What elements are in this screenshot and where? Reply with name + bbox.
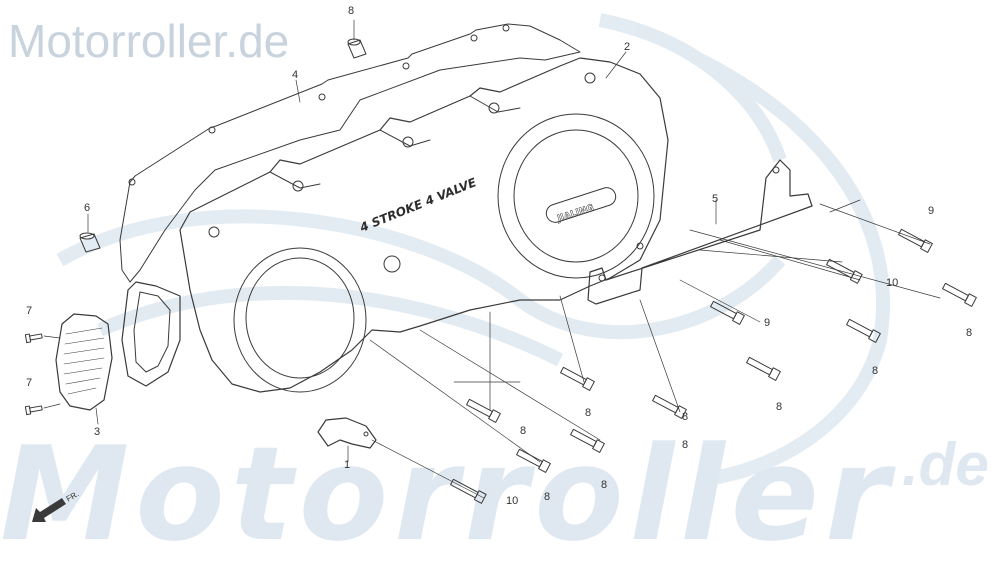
air-intake-duct — [121, 281, 181, 387]
bracket-hole — [636, 242, 644, 250]
clutch-cover-dome-inner — [245, 257, 355, 379]
cover-rib — [379, 129, 431, 147]
bolt — [942, 282, 977, 307]
callout-9-upper: 9 — [928, 205, 935, 217]
callout-8-lower-mid: 8 — [682, 439, 689, 451]
gasket-hole — [402, 62, 410, 70]
callout-5: 5 — [712, 193, 719, 205]
brand-badge-outline — [545, 187, 617, 223]
callout-8-cover-left: 8 — [520, 425, 527, 437]
bracket-hole — [598, 274, 606, 282]
screw — [24, 405, 43, 416]
callout-8-mid: 8 — [585, 407, 592, 419]
mounting-boss — [292, 180, 304, 192]
bolt — [450, 478, 487, 504]
callout-8-mid-right: 8 — [872, 365, 879, 377]
outer-crankcase-cover — [179, 57, 669, 393]
dowel-collar-left — [79, 233, 101, 253]
cover-rib — [269, 171, 321, 189]
bolt — [746, 356, 781, 381]
clutch-cover-dome — [233, 247, 367, 393]
variator-cover-dome — [497, 113, 655, 279]
gasket-hole — [502, 24, 510, 32]
bolt — [826, 258, 863, 284]
screw — [24, 333, 43, 344]
mounting-boss — [208, 226, 220, 238]
brand-badge-text: JIALING — [555, 203, 595, 224]
callout-7-lower: 7 — [26, 377, 33, 389]
dowel-collar-left-end — [79, 232, 95, 240]
dowel-collar-top — [347, 39, 367, 59]
mounting-boss — [402, 136, 414, 148]
callout-8-right: 8 — [966, 327, 973, 339]
cover-gasket — [119, 23, 581, 283]
bolt — [846, 318, 881, 343]
bolt — [560, 366, 595, 391]
callout-8-bottom-center: 8 — [601, 479, 608, 491]
callout-10-upper: 10 — [886, 277, 899, 289]
bolt — [898, 228, 933, 253]
callout-9-lower: 9 — [764, 317, 771, 329]
air-filter-mesh — [63, 327, 105, 395]
callout-7-upper: 7 — [26, 305, 33, 317]
leader-lines — [43, 19, 941, 499]
bolt — [516, 448, 551, 473]
mounting-boss — [488, 102, 500, 114]
hose-clip-hole — [363, 431, 369, 437]
gasket-hole — [318, 93, 326, 101]
gasket-hole — [208, 126, 216, 134]
callout-3: 3 — [94, 426, 101, 438]
callout-6: 6 — [84, 202, 91, 214]
variator-cover-dome-inner — [513, 129, 639, 263]
mounting-boss — [584, 72, 596, 84]
callout-8-bracket: 8 — [776, 401, 783, 413]
gasket-hole — [470, 34, 478, 42]
mounting-boss — [383, 255, 401, 273]
callout-1: 1 — [344, 459, 351, 471]
front-direction-arrow — [32, 498, 66, 522]
bolt — [652, 394, 687, 419]
gasket-hole — [128, 178, 136, 186]
callout-8-bottom-left: 8 — [544, 491, 551, 503]
bolt — [710, 300, 745, 325]
air-intake-duct-inner — [133, 291, 171, 373]
cover-bracket — [587, 159, 813, 305]
callout-4: 4 — [292, 69, 299, 81]
air-filter-element — [55, 313, 113, 411]
bracket-hole — [772, 166, 780, 174]
bolt — [466, 398, 501, 423]
exploded-parts-diagram: 4 STROKE 4 VALVE JIALING — [24, 13, 977, 522]
bolt — [570, 428, 605, 453]
bolt-set — [24, 228, 977, 504]
callout-10-lower: 10 — [506, 495, 519, 507]
watermark-top: Motorroller.de — [8, 15, 290, 67]
cover-embossed-text: 4 STROKE 4 VALVE — [357, 175, 479, 235]
callout-8-cover-right: 8 — [682, 411, 689, 423]
watermark-suffix: .de — [902, 431, 989, 498]
cover-rib — [469, 95, 521, 113]
callout-8-top: 8 — [348, 5, 355, 17]
hose-clip — [317, 417, 377, 449]
callout-2: 2 — [624, 41, 631, 53]
